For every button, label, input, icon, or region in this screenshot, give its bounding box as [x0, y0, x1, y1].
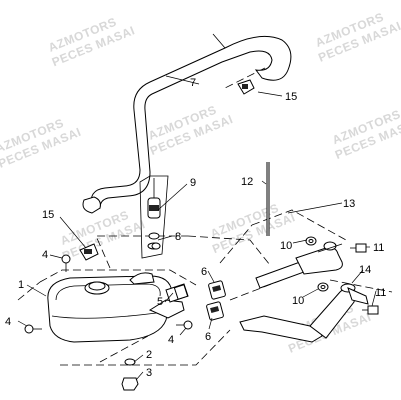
- nut-3: [121, 377, 139, 391]
- callout-2: 2: [146, 349, 152, 361]
- bolt-4-left: [24, 324, 42, 334]
- fasteners: [24, 79, 379, 391]
- callout-4-lower: 4: [168, 334, 174, 346]
- callout-11-upper: 11: [373, 242, 384, 254]
- callout-3: 3: [146, 367, 152, 379]
- callout-4-upper: 4: [42, 249, 48, 261]
- callout-5: 5: [157, 296, 163, 308]
- washers: [305, 236, 329, 292]
- callout-11-lower: 11: [375, 287, 386, 299]
- callout-14: 14: [359, 264, 371, 276]
- callout-15-lower: 15: [42, 209, 54, 221]
- callout-10-upper: 10: [280, 240, 292, 252]
- bolt-11-lower: [362, 305, 379, 315]
- bolt-4-lower: [176, 320, 193, 330]
- callout-10-lower: 10: [292, 295, 304, 307]
- callout-13: 13: [343, 198, 355, 210]
- fuel-hose-upper: [255, 241, 343, 289]
- fuel-hose-lower: [239, 283, 369, 343]
- vent-hose: [82, 33, 292, 214]
- callout-6-upper: 6: [201, 266, 207, 278]
- callout-12: 12: [241, 176, 253, 188]
- callout-15-upper: 15: [285, 91, 297, 103]
- washer-2: [124, 358, 136, 366]
- clip-15-upper: [237, 79, 255, 95]
- clip-15-lower: [79, 243, 99, 261]
- callout-1: 1: [18, 279, 24, 291]
- fuel-tank: [47, 272, 185, 343]
- callouts: 7 15 9 8 15 4 1 4 5 4 6 6 12 10 13 11 14…: [5, 77, 386, 379]
- connector-upper: [208, 280, 226, 300]
- callout-6-lower: 6: [205, 331, 211, 343]
- callout-8: 8: [175, 231, 181, 243]
- leader-lines: [17, 75, 377, 381]
- cap-8: [151, 242, 161, 250]
- bolt-11-upper: [350, 243, 367, 253]
- connector-lower: [206, 301, 224, 321]
- callout-4-left: 4: [5, 316, 11, 328]
- callout-7: 7: [190, 77, 196, 89]
- callout-9: 9: [190, 177, 196, 189]
- bolt-4-upper: [61, 254, 71, 272]
